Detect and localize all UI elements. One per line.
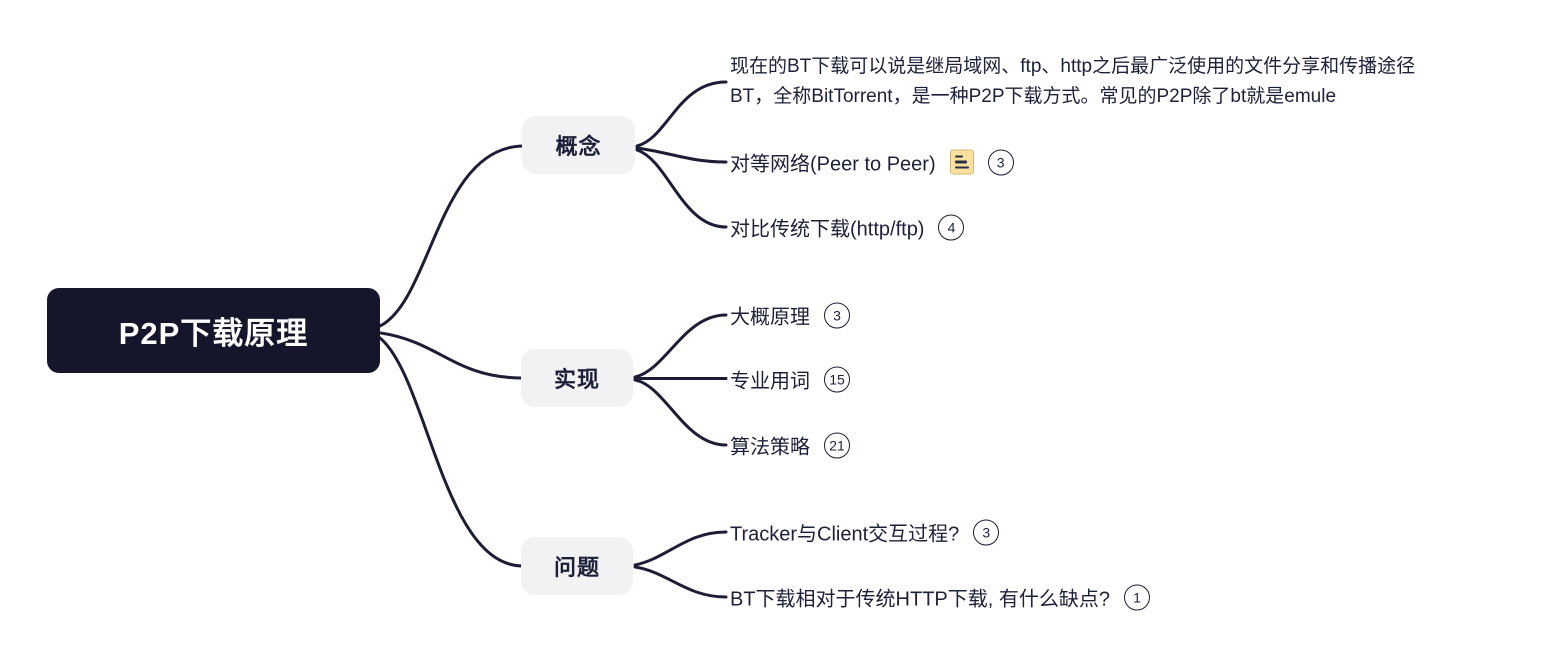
connector-questions-child1 <box>633 530 728 567</box>
connector-root-implementation <box>379 331 525 380</box>
count-badge[interactable]: 3 <box>973 519 1000 545</box>
topic-text-line: 现在的BT下载可以说是继局域网、ftp、http之后最广泛使用的文件分享和传播途… <box>730 56 1416 77</box>
topic-tracker-client-interaction[interactable]: Tracker与Client交互过程? 3 <box>730 518 1000 547</box>
connector-root-questions <box>378 336 525 568</box>
topic-terminology[interactable]: 专业用词 15 <box>730 365 850 394</box>
root-topic[interactable]: P2P下载原理 <box>47 288 380 373</box>
topic-text: 大概原理 <box>730 306 810 329</box>
branch-topic-label: 概念 <box>555 134 602 159</box>
topic-general-principle[interactable]: 大概原理 3 <box>730 301 850 330</box>
topic-peer-to-peer[interactable]: 对等网络(Peer to Peer) 3 <box>730 148 1014 177</box>
connector-concept-child3 <box>635 148 728 229</box>
topic-text: BT下载相对于传统HTTP下载, 有什么缺点? <box>730 588 1111 611</box>
topic-text: 对比传统下载(http/ftp) <box>730 218 925 241</box>
branch-topic-label: 问题 <box>553 555 600 580</box>
topic-text: 对等网络(Peer to Peer) <box>730 153 936 176</box>
count-badge[interactable]: 4 <box>938 214 965 240</box>
count-badge[interactable]: 3 <box>824 302 850 328</box>
connector-implementation-child3 <box>633 378 728 447</box>
connector-questions-child2 <box>633 565 728 599</box>
topic-text-line: BT，全称BitTorrent，是一种P2P下载方式。常见的P2P除了bt就是e… <box>730 86 1337 107</box>
count-badge[interactable]: 3 <box>987 149 1014 175</box>
topic-bt-description[interactable]: 现在的BT下载可以说是继局域网、ftp、http之后最广泛使用的文件分享和传播途… <box>730 52 1415 112</box>
connector-concept-child2 <box>635 146 728 164</box>
topic-algorithm-strategy[interactable]: 算法策略 21 <box>730 431 850 460</box>
connector-root-concept <box>378 144 526 328</box>
notes-icon[interactable] <box>949 149 974 175</box>
root-topic-label: P2P下载原理 <box>118 316 309 351</box>
count-badge[interactable]: 1 <box>1124 584 1151 610</box>
connector-implementation-child1 <box>633 313 728 379</box>
topic-bt-vs-http-drawbacks[interactable]: BT下载相对于传统HTTP下载, 有什么缺点? 1 <box>730 583 1151 612</box>
topic-text: 算法策略 <box>730 436 810 459</box>
topic-compare-traditional-download[interactable]: 对比传统下载(http/ftp) 4 <box>730 213 965 242</box>
branch-topic-implementation[interactable]: 实现 <box>521 349 633 407</box>
branch-topic-label: 实现 <box>553 367 600 392</box>
branch-topic-concept[interactable]: 概念 <box>522 116 635 174</box>
branch-topic-questions[interactable]: 问题 <box>521 537 633 595</box>
count-badge[interactable]: 21 <box>824 432 850 458</box>
topic-text: Tracker与Client交互过程? <box>730 523 960 546</box>
topic-text: 专业用词 <box>730 370 810 393</box>
connector-concept-child1 <box>635 80 728 148</box>
count-badge[interactable]: 15 <box>824 366 850 392</box>
